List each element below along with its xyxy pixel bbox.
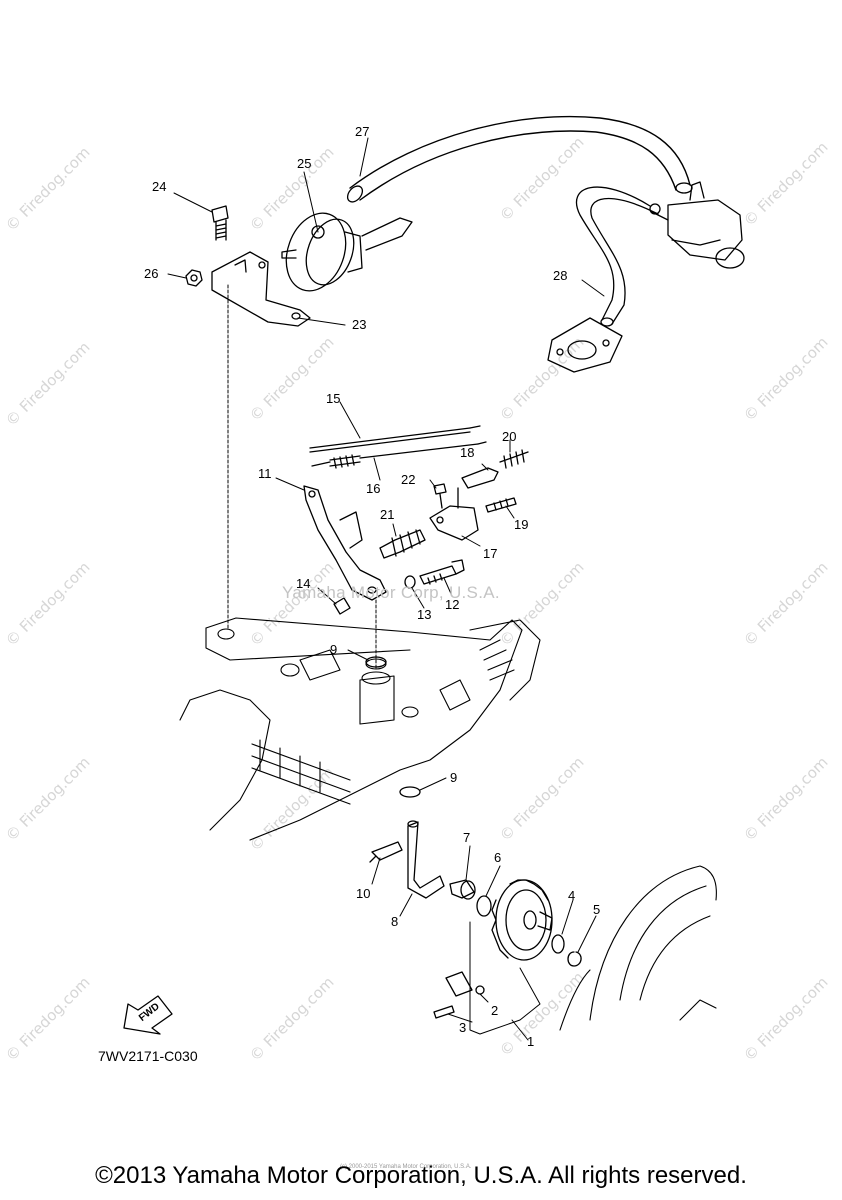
label-9a: 9	[330, 642, 338, 657]
crankcase	[179, 617, 541, 841]
bolt-24	[211, 205, 229, 241]
rod-16	[311, 441, 487, 469]
washer-4	[551, 934, 565, 954]
spring-21	[379, 529, 426, 559]
label-12: 12	[445, 597, 460, 612]
leader-lines	[167, 137, 605, 1041]
hose-27	[346, 115, 693, 203]
bolt-12	[419, 559, 465, 585]
label-22: 22	[401, 472, 416, 487]
washer-9b	[399, 786, 421, 798]
copyright-notice: ©2013 Yamaha Motor Corporation, U.S.A. A…	[95, 1162, 747, 1189]
circlip-5	[567, 951, 582, 967]
diaphragm-valve	[281, 212, 413, 292]
label-6: 6	[494, 850, 502, 865]
nut-26	[185, 269, 203, 287]
housing-cover	[559, 865, 717, 1031]
air-cut-valve	[649, 181, 745, 269]
label-27: 27	[355, 124, 370, 139]
screw-19	[485, 497, 517, 513]
fwd-arrow	[123, 995, 173, 1035]
label-20: 20	[502, 429, 517, 444]
label-24: 24	[152, 179, 167, 194]
label-4: 4	[568, 888, 576, 903]
label-19: 19	[514, 517, 529, 532]
weight-2	[445, 971, 485, 997]
spring-20	[499, 449, 529, 469]
label-28: 28	[553, 268, 568, 283]
label-2: 2	[491, 1003, 499, 1018]
bracket-23	[211, 251, 311, 327]
label-16: 16	[366, 481, 381, 496]
hose-28	[575, 186, 659, 327]
label-5: 5	[593, 902, 601, 917]
label-15: 15	[326, 391, 341, 406]
label-14: 14	[296, 576, 311, 591]
washer-13	[404, 575, 416, 589]
governor-shaft-8	[407, 820, 445, 899]
small-copyright: (c) 2000-2015 Yamaha Motor Corporation, …	[340, 1164, 472, 1170]
label-13: 13	[417, 607, 432, 622]
clip-10	[369, 841, 403, 863]
washer-6	[476, 895, 492, 917]
cover-plate	[547, 317, 623, 373]
collar-7	[449, 879, 476, 900]
label-17: 17	[483, 546, 498, 561]
rod-15	[309, 425, 481, 453]
lever-11	[303, 485, 387, 601]
label-18: 18	[460, 445, 475, 460]
label-23: 23	[352, 317, 367, 332]
label-8: 8	[391, 914, 399, 929]
bracket-17	[429, 487, 479, 541]
label-1: 1	[527, 1034, 535, 1049]
label-3: 3	[459, 1020, 467, 1035]
clip-14	[333, 597, 351, 615]
label-25: 25	[297, 156, 312, 171]
label-7: 7	[463, 830, 471, 845]
screw-22	[433, 483, 447, 509]
label-10: 10	[356, 886, 371, 901]
label-26: 26	[144, 266, 159, 281]
diagram-code: 7WV2171-C030	[98, 1048, 198, 1064]
label-11: 11	[258, 466, 272, 481]
washer-9a	[365, 656, 387, 668]
governor-gear	[491, 879, 553, 961]
center-watermark: Yamaha Motor Corp, U.S.A.	[282, 583, 500, 602]
label-21: 21	[380, 507, 395, 522]
arm-18	[461, 467, 499, 489]
label-9b: 9	[450, 770, 458, 785]
pin-3	[433, 1005, 455, 1019]
